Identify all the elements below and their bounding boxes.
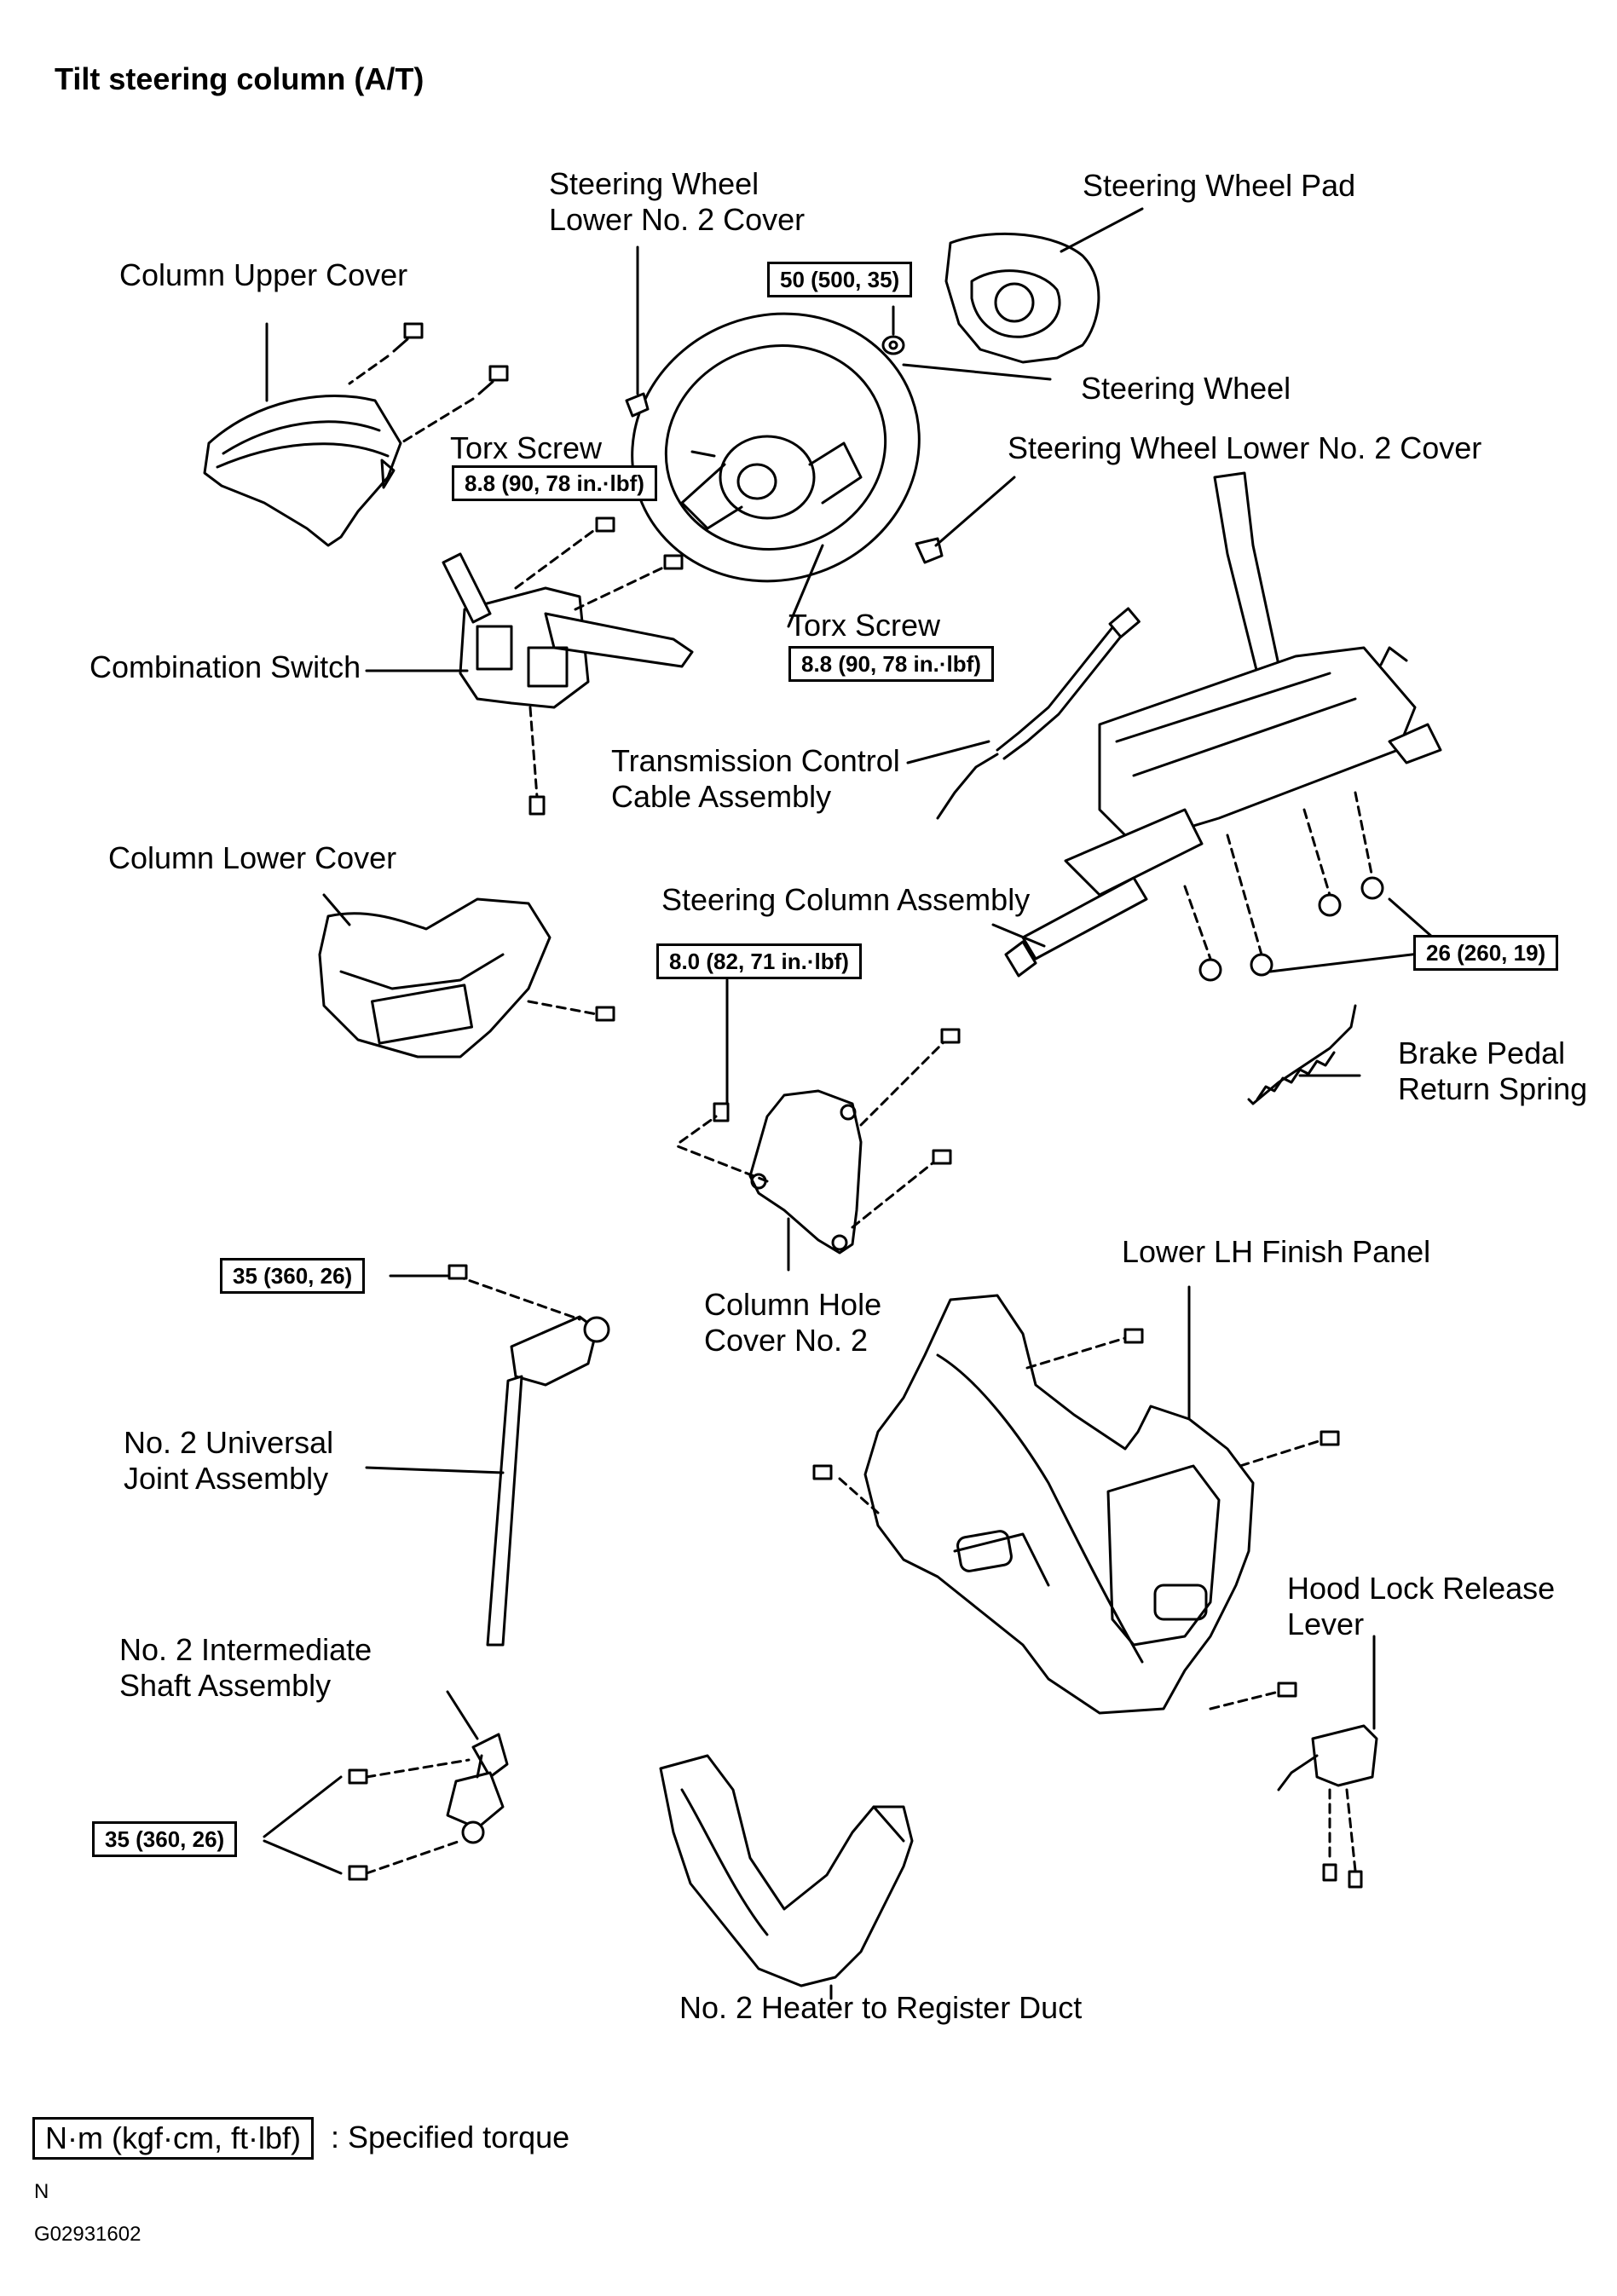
torque-box-hole-cover-bolt: 8.0 (82, 71 in.·lbf) (656, 943, 862, 979)
leader-line (1060, 207, 1144, 253)
column-hole-cover-drawing (676, 1028, 961, 1255)
label-line: Cable Assembly (611, 779, 832, 814)
label-line: Hood Lock Release (1287, 1571, 1556, 1606)
label-line: Lower No. 2 Cover (549, 202, 806, 237)
label-line: Column Hole (704, 1287, 882, 1322)
label-line: No. 2 Universal (124, 1425, 334, 1460)
leader-line (446, 1690, 479, 1740)
label-column-lower-cover: Column Lower Cover (108, 840, 397, 875)
label-line: Shaft Assembly (119, 1668, 332, 1703)
universal-joint-drawing (448, 1264, 610, 1647)
leader-line (263, 1839, 343, 1875)
column-upper-cover-drawing (203, 394, 402, 547)
label-line: Cover No. 2 (704, 1323, 869, 1358)
label-steering-wheel-pad: Steering Wheel Pad (1083, 168, 1356, 203)
finish-panel-drawing (812, 1294, 1340, 1715)
torque-unit-legend: N·m (kgf·cm, ft·lbf) (32, 2117, 314, 2160)
steering-wheel-pad-drawing (944, 232, 1100, 364)
label-line: Lever (1287, 1607, 1365, 1641)
torque-box-torx-1: 8.8 (90, 78 in.·lbf) (452, 465, 657, 501)
torque-box-wheel-nut: 50 (500, 35) (767, 262, 913, 297)
label-line: Return Spring (1398, 1071, 1588, 1106)
label-steering-wheel: Steering Wheel (1081, 371, 1291, 406)
label-no2-universal-joint: No. 2 Universal Joint Assembly (124, 1425, 333, 1497)
label-torx-screw-2: Torx Screw (788, 608, 941, 643)
label-transmission-control-cable: Transmission Control Cable Assembly (611, 743, 900, 815)
heater-duct-drawing (659, 1754, 914, 1987)
label-steering-column-assembly: Steering Column Assembly (661, 882, 1031, 917)
label-lower-lh-finish-panel: Lower LH Finish Panel (1122, 1234, 1431, 1269)
torque-legend-text: : Specified torque (331, 2120, 570, 2155)
label-line: No. 2 Intermediate (119, 1632, 372, 1667)
leader-line (690, 450, 716, 458)
label-line: Joint Assembly (124, 1461, 329, 1496)
label-no2-intermediate-shaft: No. 2 Intermediate Shaft Assembly (119, 1632, 372, 1704)
steering-wheel-drawing (631, 312, 921, 583)
torque-box-torx-2: 8.8 (90, 78 in.·lbf) (788, 646, 994, 682)
torque-box-column-nuts: 26 (260, 19) (1413, 935, 1559, 971)
label-steering-wheel-lower-no2-cover-top: Steering Wheel Lower No. 2 Cover (549, 166, 805, 238)
label-torx-screw-1: Torx Screw (450, 430, 603, 465)
torque-box-shaft-bolts: 35 (360, 26) (92, 1821, 238, 1857)
figure-code: G02931602 (34, 2223, 141, 2246)
label-line: Transmission Control (611, 743, 900, 778)
diagram-title: Tilt steering column (A/T) (55, 61, 424, 96)
leader-line (322, 893, 351, 926)
leader-line (263, 1775, 343, 1838)
transmission-cable-drawing (936, 607, 1141, 820)
label-line: Steering Wheel (549, 166, 759, 201)
north-mark: N (34, 2180, 49, 2203)
intermediate-shaft-drawing (348, 1733, 509, 1881)
wheel-lower-cover-right-drawing (915, 476, 1016, 564)
column-lower-cover-drawing (318, 897, 615, 1059)
label-steering-wheel-lower-no2-cover-right: Steering Wheel Lower No. 2 Cover (1008, 430, 1482, 465)
label-combination-switch: Combination Switch (90, 649, 361, 684)
label-heater-to-register-duct: No. 2 Heater to Register Duct (679, 1990, 1083, 2025)
label-column-hole-cover: Column Hole Cover No. 2 (704, 1287, 881, 1359)
leader-line (787, 544, 824, 628)
label-column-upper-cover: Column Upper Cover (119, 257, 408, 292)
leader-line (991, 923, 1046, 948)
nut-icon (881, 305, 905, 355)
bolt-icon (348, 322, 509, 445)
torque-box-ujoint-bolt: 35 (360, 26) (220, 1258, 366, 1294)
leader-line (906, 740, 990, 764)
combination-switch-drawing (442, 516, 694, 816)
label-brake-pedal-return-spring: Brake Pedal Return Spring (1398, 1036, 1587, 1107)
leader-line (902, 363, 1052, 381)
hood-lock-lever-drawing (1277, 1724, 1378, 1889)
leader-line (365, 1466, 505, 1474)
brake-spring-drawing (1247, 1004, 1357, 1105)
label-hood-lock-release-lever: Hood Lock Release Lever (1287, 1571, 1555, 1642)
wheel-lower-cover-left-drawing (625, 245, 650, 418)
steering-column-drawing (1004, 471, 1442, 982)
label-line: Brake Pedal (1398, 1036, 1566, 1070)
